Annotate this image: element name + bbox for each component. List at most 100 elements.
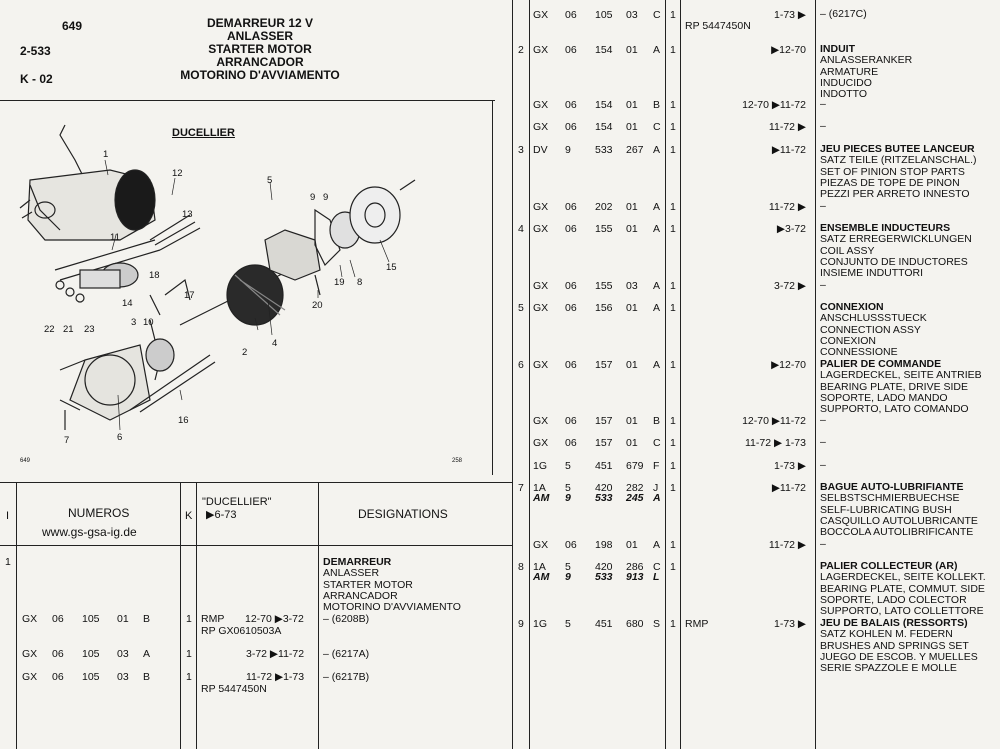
title-line: DEMARREUR 12 V	[206, 16, 314, 30]
cell: 03	[117, 648, 129, 660]
callout-12: 12	[172, 168, 183, 179]
desc-line: BEARING PLATE, COMMUT. SIDE	[820, 582, 985, 595]
cell: 1	[670, 561, 676, 573]
designation: –	[820, 279, 826, 291]
cell: 06	[565, 280, 577, 292]
website-link[interactable]: www.gs-gsa-ig.de	[42, 525, 137, 539]
diagram-footer-left: 649	[20, 458, 31, 464]
cell: GX	[533, 359, 549, 371]
cell: 156	[595, 302, 613, 314]
desc-line: SELBSTSCHMIERBUECHSE	[820, 492, 960, 505]
callout-13: 13	[182, 209, 193, 220]
cell: 154	[595, 121, 613, 133]
cell: C	[653, 121, 661, 133]
callout-20: 20	[312, 300, 323, 311]
cell: 1	[186, 671, 192, 683]
title-line: STARTER MOTOR	[208, 42, 312, 56]
item-1-designation: DEMARREUR ANLASSER STARTER MOTOR ARRANCA…	[323, 556, 461, 613]
desc-line: SOPORTE, LADO COLECTOR	[820, 593, 967, 606]
desc-line: –	[820, 98, 826, 110]
cell: RP 5447450N	[685, 20, 751, 32]
desc-line: PALIER COLLECTEUR (AR)	[820, 560, 958, 572]
cell: 06	[565, 121, 577, 133]
cell: 1	[670, 359, 676, 371]
starter-motor-drawing: 1 2 3 4 5 6 7 8 9 10 11 12 13 14 15 16 1…	[19, 124, 416, 446]
cell: A	[653, 44, 661, 56]
date-range: 12-70 ▶11-72	[742, 99, 806, 111]
cell: 06	[565, 9, 577, 21]
cell: 4	[518, 223, 524, 235]
cell: 01	[626, 121, 638, 133]
cell: 420	[595, 482, 613, 494]
cell: 01	[626, 539, 638, 551]
date-range: 1-73 ▶	[773, 618, 806, 630]
desc-line: – (6217C)	[820, 8, 867, 20]
desc-line: CONNECTION ASSY	[820, 323, 921, 336]
desc-line: CONNESSIONE	[820, 346, 898, 359]
desc-line: ANLASSER	[323, 567, 380, 580]
cell: GX	[533, 121, 549, 133]
cell: 01	[626, 437, 638, 449]
desc-line: SOPORTE, LADO MANDO	[820, 391, 948, 404]
cell: 105	[82, 648, 100, 660]
cell: 5	[518, 302, 524, 314]
date-range: ▶12-70	[771, 359, 806, 371]
col-header-ducellier: "DUCELLIER" ▶6-73	[202, 496, 272, 522]
cell: 155	[595, 280, 613, 292]
cell: 157	[595, 415, 613, 427]
cell: 12-70 ▶3-72	[245, 613, 304, 625]
desc-line: INSIEME INDUTTORI	[820, 267, 924, 280]
date-range: 1-73 ▶	[773, 460, 806, 472]
designation: –	[820, 459, 826, 471]
designation: –	[820, 436, 826, 448]
desc-line: SATZ KOHLEN M. FEDERN	[820, 628, 953, 641]
date-range: 11-72 ▶	[768, 121, 806, 133]
cell: 154	[595, 44, 613, 56]
cell: 6	[518, 359, 524, 371]
cell: A	[653, 539, 661, 551]
desc-line: INDUCIDO	[820, 76, 872, 89]
designation: PALIER COLLECTEUR (AR)LAGERDECKEL, SEITE…	[820, 560, 986, 617]
desc-line: INDUIT	[820, 43, 855, 55]
cell: 1	[670, 460, 676, 472]
alt-cell: 245	[626, 492, 644, 504]
cell: 5	[565, 561, 571, 573]
diagram-footer-right: 258	[452, 458, 463, 464]
cell: A	[143, 648, 151, 660]
desc-line: LAGERDECKEL, SEITE KOLLEKT.	[820, 571, 986, 584]
page-title: DEMARREUR 12 V ANLASSER STARTER MOTOR AR…	[160, 17, 360, 82]
cell: 01	[626, 415, 638, 427]
cell: 1	[186, 613, 192, 625]
alt-cell: 9	[565, 492, 571, 504]
designation: – (6217C)	[820, 8, 867, 20]
cell: 451	[595, 618, 613, 630]
cell: F	[653, 460, 660, 472]
cell: 01	[626, 302, 638, 314]
callout-7: 7	[64, 435, 69, 446]
desc-line: SATZ ERREGERWICKLUNGEN	[820, 233, 972, 246]
alt-cell: 913	[626, 571, 644, 583]
cell: 157	[595, 437, 613, 449]
cell: DV	[533, 144, 548, 156]
desc-line: BRUSHES AND SPRINGS SET	[820, 639, 969, 652]
date-range: ▶11-72	[771, 482, 806, 494]
desc-line: JEU PIECES BUTEE LANCEUR	[820, 143, 975, 155]
cell: S	[653, 618, 661, 630]
cell: RP GX0610503A	[201, 625, 282, 637]
cell: 9	[518, 618, 524, 630]
date-range: 11-72 ▶	[768, 201, 806, 213]
desc-line: SUPPORTO, LATO COMANDO	[820, 403, 969, 416]
date-range: ▶3-72	[776, 223, 806, 235]
cell: A	[653, 280, 661, 292]
cell: 105	[595, 9, 613, 21]
cell: 1	[670, 99, 676, 111]
cell: 06	[565, 415, 577, 427]
desc-line: ARMATURE	[820, 65, 879, 78]
alt-cell: 533	[595, 492, 613, 504]
cell: GX	[533, 280, 549, 292]
cell: 198	[595, 539, 613, 551]
